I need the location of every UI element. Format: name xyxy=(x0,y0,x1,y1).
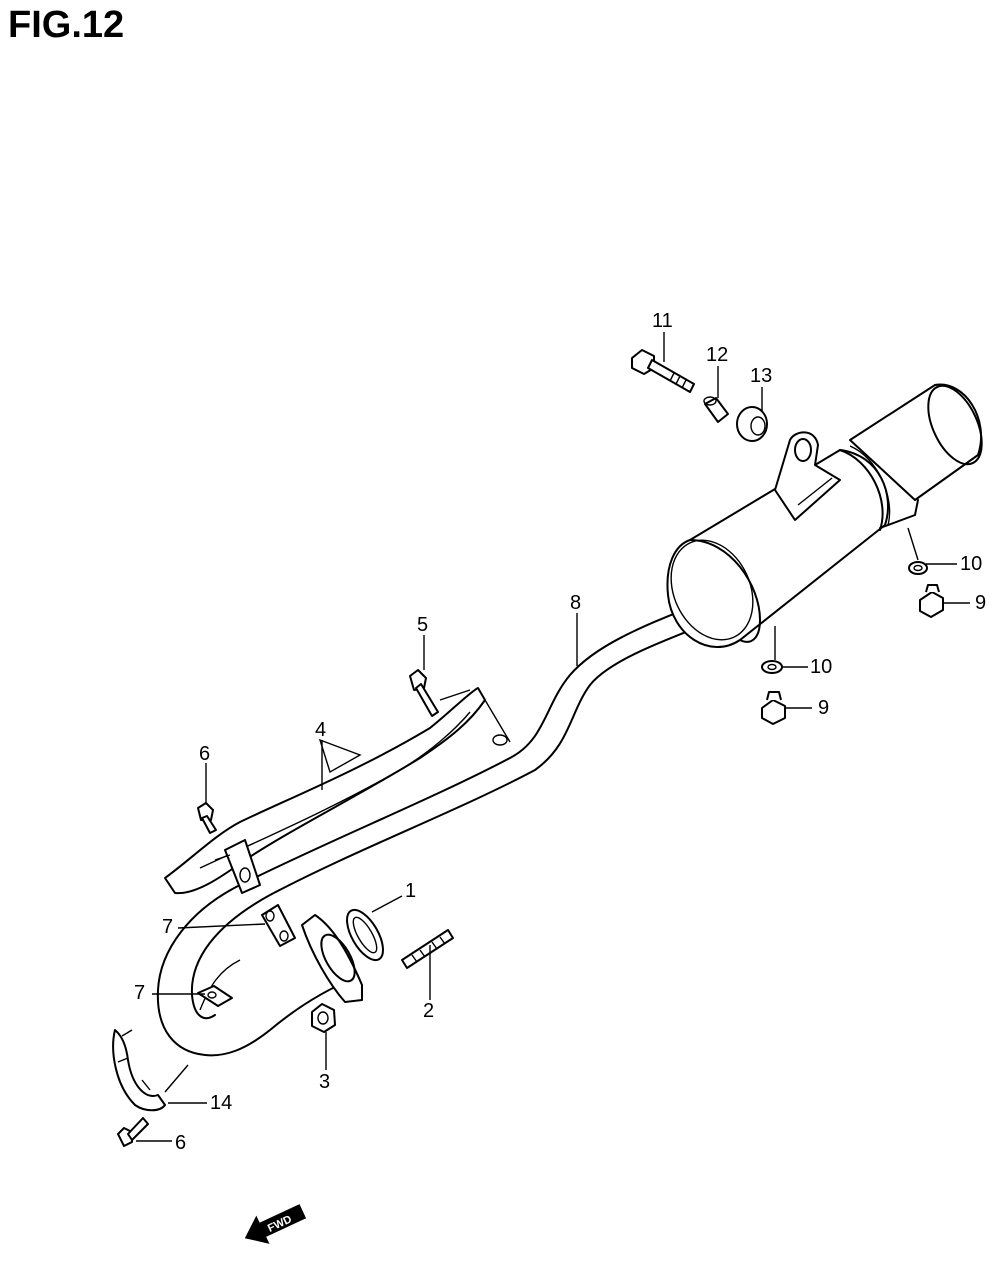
callout-11: 11 xyxy=(652,310,673,332)
bolt-6-lower xyxy=(117,1117,149,1147)
grommet-13 xyxy=(736,406,768,442)
stud-bolt xyxy=(401,929,454,969)
plug-9-lower xyxy=(761,691,786,725)
clamp-7-lower xyxy=(197,985,233,1007)
callout-3: 3 xyxy=(319,1071,330,1093)
callout-12: 12 xyxy=(706,344,728,366)
callout-9-upper: 9 xyxy=(975,592,986,614)
flange-nut xyxy=(311,1003,336,1033)
leader-lines xyxy=(136,332,970,1142)
callout-5: 5 xyxy=(417,614,428,636)
callout-2: 2 xyxy=(423,1000,434,1022)
callout-6-lower: 6 xyxy=(175,1132,186,1154)
figure-title: FIG.12 xyxy=(8,4,125,46)
fwd-label: FWD xyxy=(266,1213,294,1234)
callout-13: 13 xyxy=(750,365,772,387)
callout-14: 14 xyxy=(210,1092,232,1114)
exhaust-flange xyxy=(301,914,363,1003)
callout-7-upper: 7 xyxy=(162,916,173,938)
plug-9-upper xyxy=(919,584,944,618)
callout-8: 8 xyxy=(570,592,581,614)
callout-10-lower: 10 xyxy=(810,656,832,678)
callout-6-upper: 6 xyxy=(199,743,210,765)
washer-10-lower xyxy=(761,660,783,674)
callout-9-lower: 9 xyxy=(818,697,829,719)
callout-labels: 1 2 3 4 5 6 6 7 7 8 9 9 10 10 11 12 13 1… xyxy=(134,310,986,1154)
bolt-5 xyxy=(409,669,439,717)
pipe-guard xyxy=(112,1029,166,1112)
callout-1: 1 xyxy=(405,880,416,902)
callout-10-upper: 10 xyxy=(960,553,982,575)
gasket xyxy=(346,908,384,962)
clamp-7-upper xyxy=(261,904,296,947)
bolt-11 xyxy=(631,349,695,393)
collar-12 xyxy=(703,396,729,423)
heat-shield xyxy=(164,687,511,895)
callout-4: 4 xyxy=(315,719,326,741)
washer-10-upper xyxy=(908,561,928,575)
muffler xyxy=(666,383,983,649)
bolt-6-upper xyxy=(197,802,217,834)
fwd-arrow-icon: FWD xyxy=(244,1204,307,1244)
callout-7-lower: 7 xyxy=(134,982,145,1004)
